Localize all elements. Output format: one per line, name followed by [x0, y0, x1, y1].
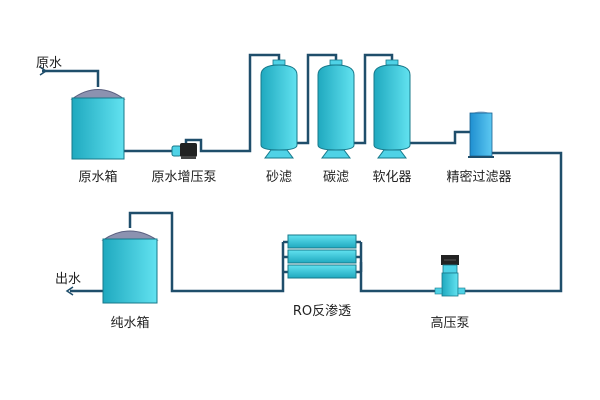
- pipe-hpp-to-ro: [359, 262, 436, 293]
- ro-membrane-2: [287, 249, 357, 264]
- raw-water-tank-label: 原水箱: [78, 170, 118, 185]
- raw-water-booster-pump: [171, 143, 197, 159]
- softener-label: 软化器: [372, 170, 412, 185]
- ro-membrane-3: [287, 264, 357, 279]
- pipe-pump-to-sand: [184, 53, 281, 153]
- pipe-sand-to-carbon: [297, 53, 338, 145]
- precision-filter-label: 精密过滤器: [446, 170, 512, 185]
- raw-water-tank: [70, 89, 126, 160]
- softener-vessel: [373, 59, 411, 159]
- pure-water-tank: [101, 230, 159, 304]
- high-pressure-pump: [434, 255, 466, 297]
- pipe-carbon-to-softener: [354, 53, 394, 145]
- water-out-label: 出水: [55, 272, 82, 287]
- pipe-softener-to-precision: [410, 130, 470, 145]
- ro-membrane-label: RO反渗透: [292, 304, 352, 319]
- high-pressure-pump-label: 高压泵: [430, 316, 470, 331]
- booster-pump-label: 原水增压泵: [151, 170, 217, 185]
- sand-filter-label: 砂滤: [265, 170, 293, 185]
- inlet-arrow-icon: [39, 66, 48, 76]
- sand-filter-vessel: [260, 59, 298, 159]
- pipe-inlet: [42, 69, 100, 87]
- pipes: [42, 53, 563, 293]
- carbon-filter-label: 碳滤: [322, 170, 350, 185]
- ro-membrane-array: [287, 234, 357, 279]
- precision-filter-vessel: [468, 111, 494, 158]
- pipe-precision-to-hpp: [462, 151, 563, 293]
- raw-water-inlet-label: 原水: [36, 56, 63, 71]
- carbon-filter-vessel: [317, 59, 355, 159]
- pipe-ro-manifold-left: [128, 211, 285, 293]
- ro-membrane-1: [287, 234, 357, 249]
- pure-water-tank-label: 纯水箱: [110, 316, 150, 331]
- outlet-arrow-icon: [65, 286, 74, 296]
